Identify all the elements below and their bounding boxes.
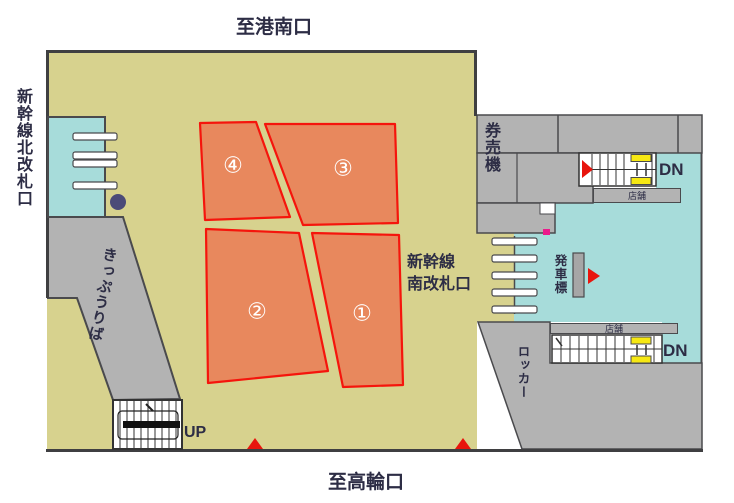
stairs-down-upper-label: DN xyxy=(659,160,684,179)
shop-upper-label: 店舗 xyxy=(627,191,646,201)
south-gate-label-line1: 新幹線 xyxy=(407,254,456,271)
exit-label-bottom: 至高輪口 xyxy=(328,472,405,493)
zone-4-area xyxy=(198,120,292,222)
departure-board-icon xyxy=(572,252,585,298)
departure-sign-label: 発車標 xyxy=(552,254,567,295)
shop-upper-bar: 店舗 xyxy=(593,188,681,203)
departure-arrow-icon xyxy=(588,268,600,284)
zone-3-area xyxy=(263,122,400,227)
magenta-marker-icon xyxy=(543,229,550,235)
lockers-label: ロッカー xyxy=(515,345,530,399)
north-gate-label: 新幹線北改札口 xyxy=(14,88,31,207)
zone-4-number: ④ xyxy=(223,153,243,178)
concourse-paid-area xyxy=(514,153,702,365)
zone-2-number: ② xyxy=(247,299,267,324)
zone-2-area xyxy=(204,227,330,385)
ticket-machine-block xyxy=(476,152,594,204)
pillar-dot-icon xyxy=(110,194,126,210)
zone-3-number: ③ xyxy=(333,156,353,181)
stairs-direction-arrow-icon xyxy=(582,160,593,178)
shop-lower-label: 店舗 xyxy=(604,324,623,334)
stairs-up-label: UP xyxy=(184,424,207,441)
north-gate-bars-icon xyxy=(72,132,118,190)
zone-1-area xyxy=(310,231,405,389)
stairs-down-lower-label: DN xyxy=(663,341,688,360)
doorway-notch xyxy=(539,202,556,215)
south-gate-label: 新幹線 南改札口 xyxy=(407,252,471,296)
zone-1-number: ① xyxy=(352,301,372,326)
stairs-up-icon xyxy=(112,399,183,450)
exit-label-top: 至港南口 xyxy=(236,17,313,38)
entrance-triangle-right-icon xyxy=(455,438,471,449)
building-top-band xyxy=(476,114,703,154)
building-divider-lines xyxy=(557,115,679,153)
south-gate-bars-icon xyxy=(491,237,538,314)
south-gate-label-line2: 南改札口 xyxy=(407,276,472,293)
stairs-down-lower-icon xyxy=(551,334,663,364)
shop-lower-bar: 店舗 xyxy=(550,323,678,334)
ticket-machines-label: 券売機 xyxy=(482,122,499,173)
stairs-down-upper-icon xyxy=(578,152,657,187)
entrance-triangle-left-icon xyxy=(247,438,263,449)
stairs-up-arrow-icon xyxy=(145,403,154,412)
